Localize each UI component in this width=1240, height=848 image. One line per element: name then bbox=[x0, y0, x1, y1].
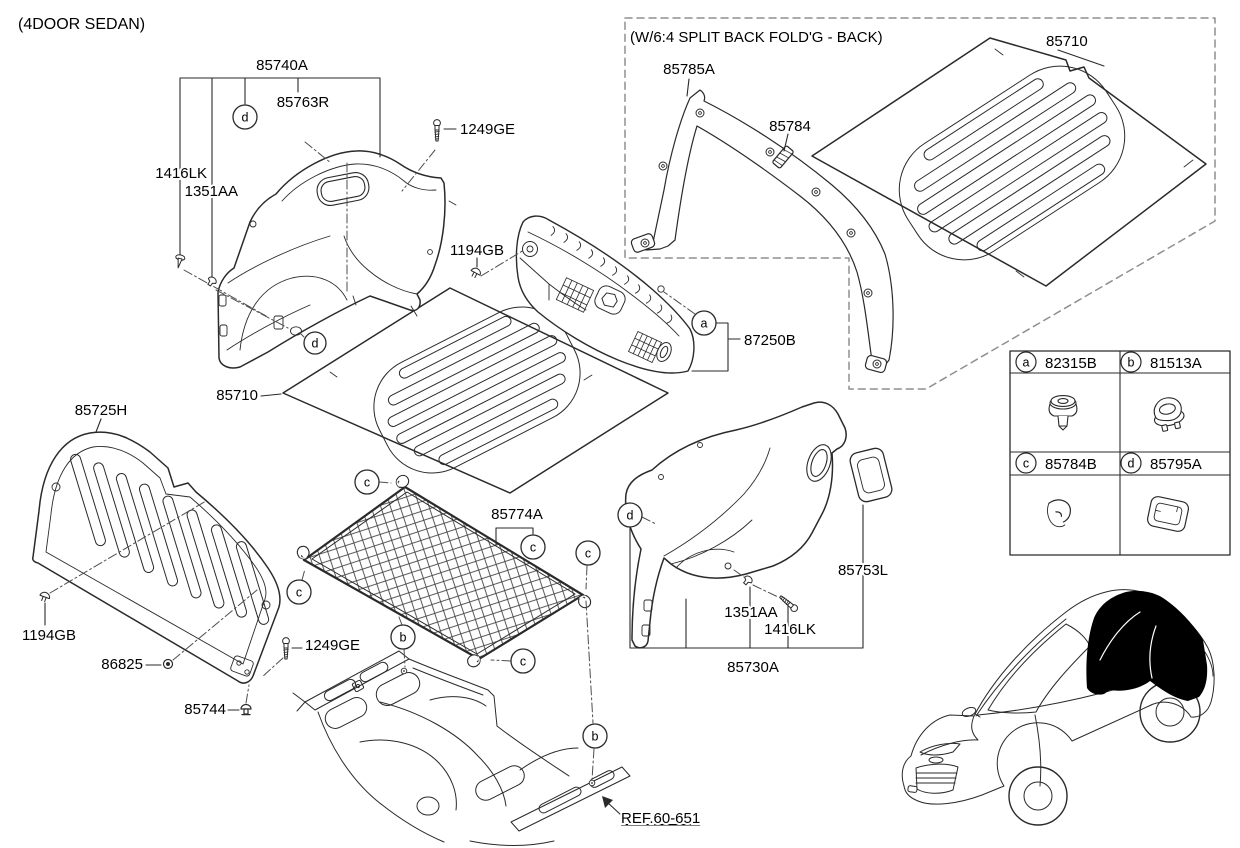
floor-pan-drawing bbox=[292, 650, 631, 846]
part-label-85725h: 85725H bbox=[75, 402, 128, 419]
partition-panel-drawing bbox=[32, 431, 281, 684]
legend-part-82315b: 82315B bbox=[1045, 355, 1097, 372]
part-label-1416lk-right: 1416LK bbox=[764, 621, 816, 638]
clip-icon bbox=[204, 274, 219, 289]
legend-texts: a 82315B b 81513A c 85784B d 85795A bbox=[1015, 351, 1204, 475]
svg-text:d: d bbox=[1128, 457, 1135, 471]
vehicle-locator bbox=[901, 589, 1215, 826]
inset-dashed-box bbox=[624, 17, 1216, 390]
legend-icon-luggage-hook bbox=[1153, 397, 1185, 432]
part-label-1351aa-right: 1351AA bbox=[724, 604, 777, 621]
floor-ref-link[interactable]: REF.60-651 bbox=[619, 808, 702, 829]
part-label-85753l: 85753L bbox=[838, 562, 888, 579]
clip-icon bbox=[740, 573, 755, 588]
callout-d: d bbox=[617, 502, 643, 528]
part-label-85785a: 85785A bbox=[663, 61, 715, 78]
svg-text:c: c bbox=[296, 586, 302, 600]
fastener-glyphs bbox=[37, 118, 800, 716]
svg-text:c: c bbox=[364, 476, 370, 490]
legend-part-85795a: 85795A bbox=[1150, 456, 1202, 473]
screw-icon bbox=[282, 636, 290, 660]
callout-circles: d d a c c c c c b b d bbox=[232, 104, 717, 749]
part-label-85730a: 85730A bbox=[727, 659, 779, 676]
callout-b: b bbox=[390, 624, 416, 650]
luggage-net-drawing bbox=[295, 472, 594, 670]
part-label-1416lk: 1416LK bbox=[155, 165, 207, 182]
legend-icon-net-hook bbox=[1047, 499, 1071, 528]
screw-icon bbox=[433, 118, 441, 142]
legend-part-81513a: 81513A bbox=[1150, 355, 1202, 372]
inset-luggage-mat-drawing bbox=[811, 37, 1207, 287]
pillar-trim-drawing bbox=[630, 89, 894, 374]
svg-text:c: c bbox=[585, 547, 591, 561]
svg-text:d: d bbox=[627, 509, 634, 523]
part-label-85710-inset: 85710 bbox=[1046, 33, 1088, 50]
cover-lh-drawing bbox=[849, 447, 893, 503]
svg-text:d: d bbox=[312, 337, 319, 351]
part-label-85763r: 85763R bbox=[277, 94, 330, 111]
legend-icon-push-clip bbox=[1048, 395, 1078, 431]
labels: (4DOOR SEDAN) (W/6:4 SPLIT BACK FOLD'G -… bbox=[18, 16, 1204, 829]
svg-text:a: a bbox=[701, 317, 708, 331]
page-title: (4DOOR SEDAN) bbox=[18, 16, 145, 33]
svg-text:b: b bbox=[400, 631, 407, 645]
quarter-trim-lh-drawing bbox=[217, 150, 446, 369]
callout-c: c bbox=[510, 648, 536, 674]
svg-text:a: a bbox=[1023, 356, 1030, 370]
highlight-cargo-area bbox=[1086, 590, 1208, 701]
callout-c: c bbox=[286, 579, 312, 605]
pin-icon bbox=[173, 253, 186, 270]
svg-text:c: c bbox=[1023, 457, 1029, 471]
cap-clip-icon bbox=[468, 265, 483, 280]
callout-d: d bbox=[232, 104, 258, 130]
svg-text:b: b bbox=[1128, 356, 1135, 370]
legend-table bbox=[1009, 350, 1231, 556]
part-label-1194gb-bottom: 1194GB bbox=[22, 627, 76, 644]
leader-lines bbox=[44, 49, 1105, 816]
callout-a: a bbox=[691, 310, 717, 336]
svg-text:c: c bbox=[530, 541, 536, 555]
svg-text:d: d bbox=[242, 111, 249, 125]
callout-c: c bbox=[575, 540, 601, 566]
joint-85784-drawing bbox=[772, 145, 794, 169]
part-label-1249ge-bottom: 1249GE bbox=[305, 637, 360, 654]
dash-dot-lines bbox=[49, 141, 779, 781]
legend-icon-bezel bbox=[1146, 496, 1190, 532]
callout-c: c bbox=[354, 469, 380, 495]
callout-c: c bbox=[520, 534, 546, 560]
part-label-1351aa: 1351AA bbox=[185, 183, 238, 200]
svg-text:c: c bbox=[520, 655, 526, 669]
part-label-85774a: 85774A bbox=[491, 506, 543, 523]
rivet-icon bbox=[240, 703, 252, 716]
part-label-85744: 85744 bbox=[184, 701, 226, 718]
luggage-mat-drawing bbox=[282, 200, 669, 494]
part-label-85740a: 85740A bbox=[256, 57, 308, 74]
part-label-1194gb-mid: 1194GB bbox=[450, 242, 504, 259]
part-label-85784: 85784 bbox=[769, 118, 811, 135]
part-label-87250b: 87250B bbox=[744, 332, 796, 349]
part-label-85710: 85710 bbox=[216, 387, 258, 404]
callout-d: d bbox=[303, 331, 327, 355]
callout-b: b bbox=[582, 723, 608, 749]
legend-part-85784b: 85784B bbox=[1045, 456, 1097, 473]
svg-text:b: b bbox=[592, 730, 599, 744]
inset-title: (W/6:4 SPLIT BACK FOLD'G - BACK) bbox=[630, 29, 883, 46]
part-label-86825: 86825 bbox=[101, 656, 143, 673]
nut-icon bbox=[162, 658, 174, 670]
back-trim-drawing bbox=[515, 215, 695, 374]
quarter-trim-rh-drawing bbox=[624, 401, 847, 649]
part-label-1249ge-top: 1249GE bbox=[460, 121, 515, 138]
cap-clip-icon bbox=[37, 590, 52, 604]
